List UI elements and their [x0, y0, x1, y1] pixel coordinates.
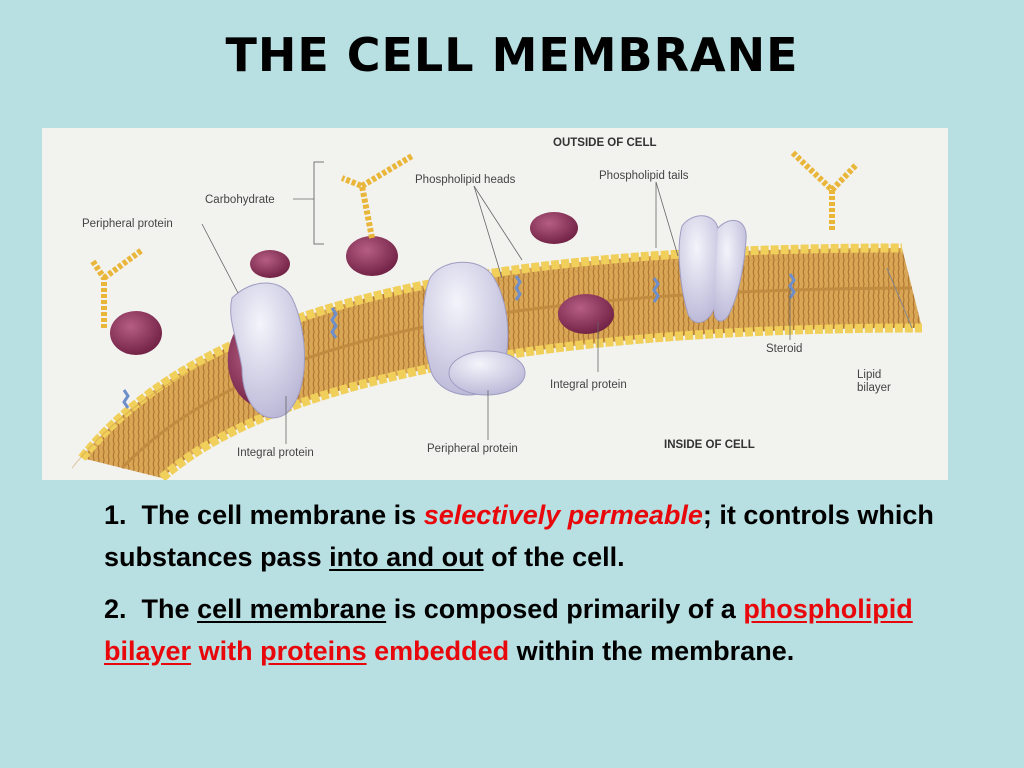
proteins-term: proteins [260, 636, 367, 666]
peripheral-protein-left [110, 311, 162, 355]
label-carbohydrate: Carbohydrate [205, 194, 275, 206]
label-integral-protein-center: Integral protein [550, 379, 627, 391]
label-peripheral-protein-top: Peripheral protein [82, 218, 173, 230]
point-2-text-b: is composed primarily of a [393, 594, 736, 624]
phospholipid-term: phospholipid [743, 594, 913, 624]
channel-protein [678, 215, 724, 323]
point-1-text-c: of the cell. [491, 542, 625, 572]
integral-protein-left-white [230, 282, 305, 419]
cell-membrane-term: cell membrane [197, 594, 387, 624]
point-1-text-b: ; it controls which substances pass [104, 500, 934, 572]
embedded-term: embedded [374, 636, 510, 666]
point-1-text-a: The cell membrane is [141, 500, 417, 530]
label-phospholipid-heads: Phospholipid heads [415, 174, 516, 186]
steroid-molecule [330, 307, 338, 339]
protein-top-3 [530, 212, 578, 244]
point-1-number: 1. [104, 500, 127, 530]
label-bilayer: bilayer [857, 382, 891, 394]
label-steroid: Steroid [766, 343, 802, 355]
label-peripheral-protein-bottom: Peripheral protein [427, 443, 518, 455]
point-1: 1. The cell membrane is selectively perm… [104, 494, 954, 578]
protein-top-2 [346, 236, 398, 276]
integral-protein-purple [558, 294, 614, 334]
bilayer-term: bilayer [104, 636, 192, 666]
point-2-number: 2. [104, 594, 127, 624]
slide-title: THE CELL MEMBRANE [225, 28, 799, 82]
protein-top-1 [250, 250, 290, 278]
into-and-out-term: into and out [329, 542, 484, 572]
label-outside-of-cell: OUTSIDE OF CELL [553, 137, 657, 149]
label-phospholipid-tails: Phospholipid tails [599, 170, 689, 182]
label-integral-protein-left: Integral protein [237, 447, 314, 459]
cell-membrane-diagram: OUTSIDE OF CELL Carbohydrate Peripheral … [42, 128, 948, 480]
peripheral-protein-bottom [448, 350, 526, 396]
label-inside-of-cell: INSIDE OF CELL [664, 439, 755, 451]
point-2-text-c: within the membrane. [516, 636, 795, 666]
with-term: with [198, 636, 253, 666]
slide-body: 1. The cell membrane is selectively perm… [104, 494, 954, 682]
phospholipid-heads-bottom [158, 323, 923, 480]
point-2: 2. The cell membrane is composed primari… [104, 588, 954, 672]
selectively-permeable-term: selectively permeable [423, 500, 703, 530]
point-2-text-a: The [141, 594, 190, 624]
carbohydrate-chains [89, 149, 860, 328]
label-lipid: Lipid [857, 369, 881, 381]
